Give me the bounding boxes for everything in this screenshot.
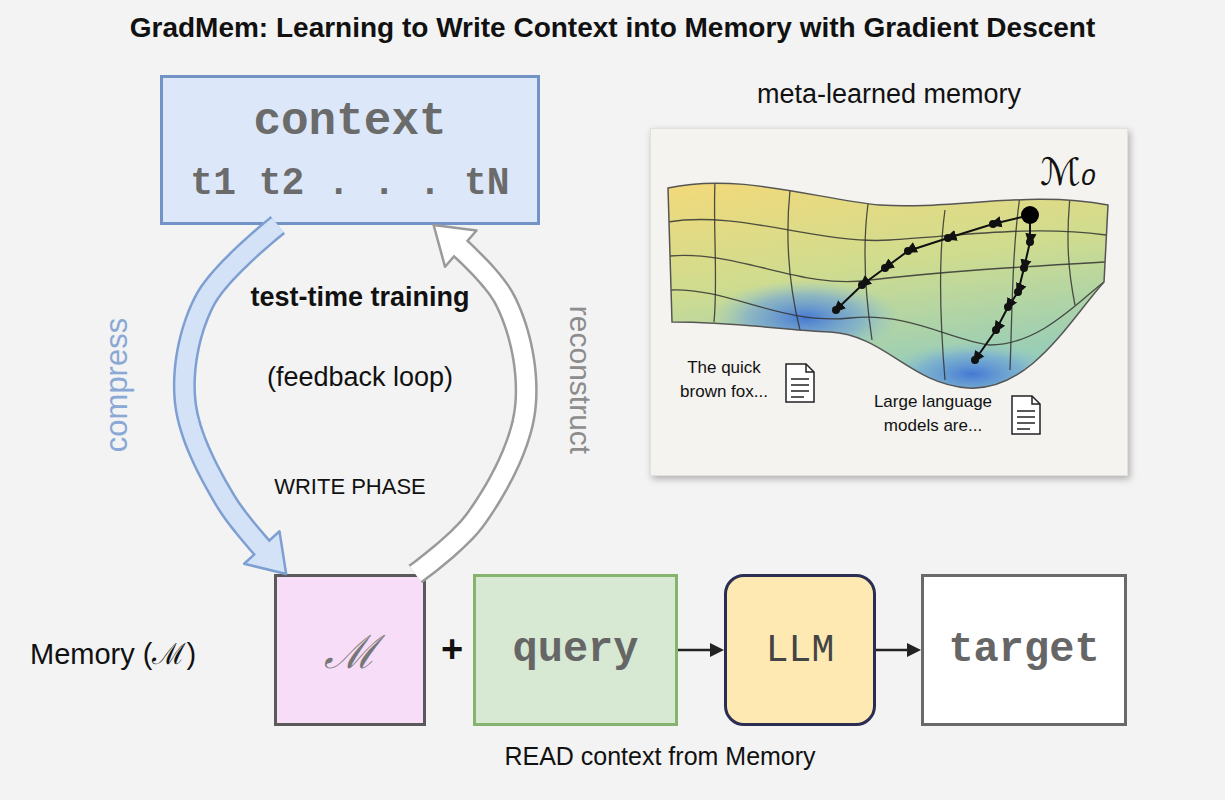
node-text: meta-learned memory xyxy=(651,79,1127,110)
annotation-label: The quick brown fox... xyxy=(668,356,780,404)
query-box: query xyxy=(473,574,678,726)
connector-arrow xyxy=(678,643,724,657)
node-text: LLM xyxy=(766,629,834,672)
arrow-outline xyxy=(184,225,277,553)
surface-fill xyxy=(668,183,1108,388)
diagram-title: GradMem: Learning to Write Context into … xyxy=(0,12,1225,44)
loss-surface xyxy=(668,180,1108,406)
arrow-line xyxy=(678,649,713,652)
trajectory xyxy=(975,215,1030,360)
node-text: ℳ xyxy=(324,619,377,681)
llm-box: LLM xyxy=(724,574,876,726)
annotation-label: Large language models are... xyxy=(858,390,1008,438)
node-text: t1 t2 . . . tN xyxy=(190,162,509,205)
annotation-label: + xyxy=(441,628,463,671)
node-text: context xyxy=(253,96,446,148)
arrow-body xyxy=(184,225,277,553)
surface-grid xyxy=(668,180,1106,380)
edge-label: reconstruct xyxy=(563,306,597,454)
initial-memory-point xyxy=(1021,206,1039,224)
surface-outline xyxy=(668,183,1108,388)
surface-basins xyxy=(668,180,1106,406)
arrow-head xyxy=(244,531,286,574)
arrow-line xyxy=(876,649,910,652)
context-box: context t1 t2 . . . tN xyxy=(160,75,540,225)
node-text: query xyxy=(512,626,638,674)
annotation-label: (feedback loop) xyxy=(230,362,490,393)
edge-label: compress xyxy=(99,318,135,452)
arrow-head xyxy=(907,643,921,657)
optimization-trajectories xyxy=(832,206,1039,364)
connector-arrow xyxy=(184,225,286,574)
node-text: target xyxy=(948,626,1099,674)
connector-arrow xyxy=(876,643,921,657)
document-icon xyxy=(786,364,814,402)
annotation-label: ℳ₀ xyxy=(1040,150,1096,194)
arrow-head xyxy=(434,225,477,267)
trajectory xyxy=(836,215,1030,310)
document-icon xyxy=(1012,396,1040,434)
annotation-label: test-time training xyxy=(245,276,475,318)
target-box: target xyxy=(921,574,1127,726)
memory-box: ℳ xyxy=(274,574,426,726)
arrow-head xyxy=(710,643,724,657)
trajectory-points xyxy=(832,220,1034,364)
annotation-label: READ context from Memory xyxy=(440,742,880,771)
annotation-label: WRITE PHASE xyxy=(230,474,470,500)
annotation-label: Memory (ℳ) xyxy=(30,633,196,672)
connector-arrow xyxy=(415,225,526,574)
basin xyxy=(710,280,900,356)
